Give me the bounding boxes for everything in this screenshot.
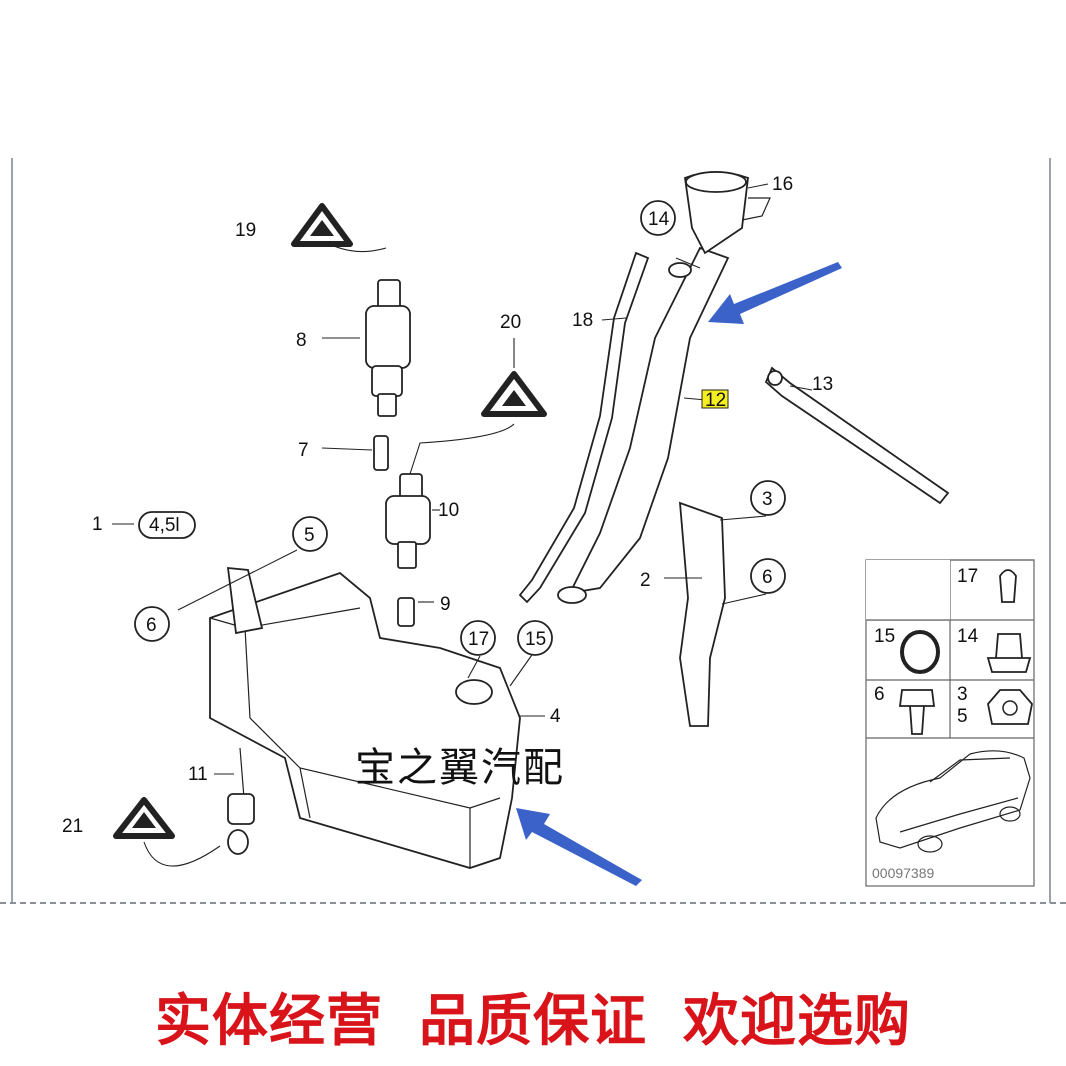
callout-18: 18	[572, 310, 593, 331]
promo-banner: 实体经营品质保证欢迎选购	[0, 976, 1066, 1057]
callout-16: 16	[772, 174, 793, 195]
legend-part-17	[999, 569, 1017, 603]
callout-6-left: 6	[146, 615, 157, 636]
banner-phrase-3: 欢迎选购	[683, 989, 911, 1054]
legend-part-15	[900, 630, 940, 674]
callout-20: 20	[500, 312, 521, 333]
callout-3: 3	[762, 489, 773, 510]
callout-7: 7	[298, 440, 309, 461]
legend-14: 14	[957, 626, 979, 647]
pump-part-10	[385, 473, 431, 569]
watermark-text: 宝之翼汽配	[355, 745, 565, 791]
callout-12-highlight	[701, 389, 729, 409]
car-silhouette	[875, 750, 1031, 853]
grommet-part	[397, 597, 415, 627]
cable-strap-part	[764, 366, 950, 505]
callout-8: 8	[296, 330, 307, 351]
banner-phrase-1: 实体经营	[155, 989, 383, 1054]
callout-1: 1	[92, 514, 103, 535]
parts-diagram: 19 20 8 7 10 9 1 4,5l 5 6 17 15 4 11 21 …	[0, 158, 1066, 908]
capacity-label: 4,5l	[149, 515, 180, 536]
legend-3: 3	[957, 684, 968, 705]
arrow-pointer-top	[708, 262, 842, 324]
legend-6: 6	[874, 684, 885, 705]
screw-part	[373, 435, 389, 471]
legend-5: 5	[957, 706, 968, 727]
callout-13: 13	[812, 374, 833, 395]
callout-21: 21	[62, 816, 83, 837]
callout-14: 14	[648, 209, 670, 230]
legend-part-6	[898, 689, 936, 735]
filler-neck-part	[557, 246, 730, 604]
callout-11: 11	[188, 764, 208, 785]
legend-ref-number: 00097389	[872, 865, 935, 881]
warning-triangle-19	[291, 203, 353, 247]
callout-2: 2	[640, 570, 651, 591]
bracket-part	[678, 501, 726, 727]
callout-6-right: 6	[762, 567, 773, 588]
filler-cap-part	[668, 171, 771, 278]
pump-part	[365, 279, 411, 417]
warning-triangle-21	[113, 797, 175, 839]
callout-17: 17	[468, 629, 489, 650]
callout-5: 5	[304, 525, 315, 546]
callout-9: 9	[440, 594, 451, 615]
leader-lines	[112, 183, 813, 867]
callout-15: 15	[525, 629, 546, 650]
callout-19: 19	[235, 220, 256, 241]
legend-part-14	[986, 633, 1032, 673]
legend-panel: 17 15 14 6 3 5 00097389	[865, 559, 1035, 887]
overflow-hose-part	[518, 251, 650, 604]
warning-triangle-20	[481, 371, 547, 417]
callout-12: 12	[705, 390, 726, 411]
diagram-canvas: 19 20 8 7 10 9 1 4,5l 5 6 17 15 4 11 21 …	[0, 158, 1066, 904]
legend-15: 15	[874, 626, 895, 647]
arrow-pointer-bottom	[516, 808, 642, 886]
banner-phrase-2: 品质保证	[419, 989, 647, 1054]
callout-circles	[134, 200, 786, 656]
legend-17: 17	[957, 566, 978, 587]
callout-10: 10	[438, 500, 459, 521]
level-sensor-part	[227, 747, 255, 855]
callout-4: 4	[550, 706, 561, 727]
reservoir-part	[209, 566, 521, 869]
